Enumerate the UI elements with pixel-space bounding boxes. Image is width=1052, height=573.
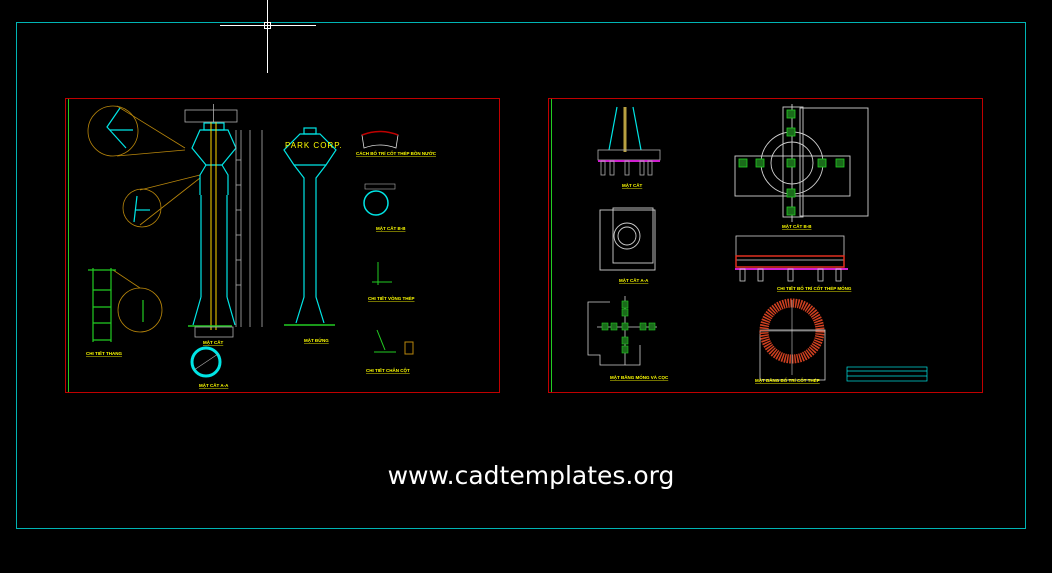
tower-shaft-rebar: [210, 122, 217, 330]
label-pile-layout: MẶT BẰNG MÓNG VÀ CỌC: [610, 373, 669, 380]
pile-layout-markers: [601, 300, 656, 354]
label-tank-rebar: CÁCH BỐ TRÍ CỐT THÉP BỒN NƯỚC: [356, 149, 437, 156]
pile-markers: [738, 109, 845, 216]
ladder-detail: [88, 268, 144, 342]
foundation-plan-aa: [599, 207, 656, 271]
label-section-bb: MẶT CẮT B-B: [376, 224, 406, 231]
label-s2-section: MẶT CẮT: [622, 181, 642, 188]
column-base-detail: [374, 329, 414, 355]
tower-elevation: [283, 127, 337, 324]
label-column-base: CHI TIẾT CHÂN CỘT: [366, 366, 410, 373]
title-block: [846, 366, 928, 382]
label-section: MẶT CẮT: [203, 338, 223, 345]
label-ring-detail: CHI TIẾT VÒNG THÉP: [368, 294, 415, 301]
sheet-1-tower-drawings[interactable]: MẶT CẮT MẶT CẮT A-A PARK CORP. MẶT ĐỨNG …: [65, 98, 500, 393]
crosshair-cursor-icon: [220, 0, 316, 73]
label-s2-section-aa: MẶT CẮT A-A: [619, 276, 649, 283]
label-section-aa: MẶT CẮT A-A: [199, 381, 229, 388]
tower-dimensions: [184, 104, 263, 327]
tower-section: [191, 122, 237, 326]
foundation-rebar-section: [735, 235, 848, 282]
label-s2-section-bb: MẶT CẮT B-B: [782, 222, 812, 229]
section-bb-ring: [363, 190, 389, 216]
tower-footing: [194, 326, 234, 338]
sheet-2-border: [548, 98, 983, 393]
label-elevation: MẶT ĐỨNG: [304, 337, 329, 343]
section-bb-top: [364, 183, 396, 190]
tank-rebar-arc: [361, 130, 399, 136]
section-aa-line: [193, 353, 219, 371]
ring-detail: [372, 262, 392, 285]
ring-rebar-plan: [759, 298, 826, 381]
detail-circles: [87, 105, 201, 333]
park-corp-logo: PARK CORP.: [285, 141, 343, 150]
foundation-plan-bb: [734, 104, 869, 222]
detail-geometry: [106, 107, 150, 223]
label-foundation-rebar: CHI TIẾT BỐ TRÍ CỐT THÉP MÓNG: [777, 284, 852, 291]
label-ladder: CHI TIẾT THANG: [86, 350, 122, 356]
watermark: www.cadtemplates.org: [388, 461, 675, 490]
foundation-section: [597, 106, 661, 176]
label-ring-plan: MẶT BẰNG BỐ TRÍ CỐT THÉP: [755, 376, 820, 383]
section-aa-ring: [190, 346, 222, 378]
sheet-2-foundation-drawings[interactable]: MẶT CẮT MẶT CẮT B-B MẶT CẮT A-A: [548, 98, 983, 393]
sheet-1-border: [65, 98, 500, 393]
model-space-frame: [16, 22, 1026, 529]
